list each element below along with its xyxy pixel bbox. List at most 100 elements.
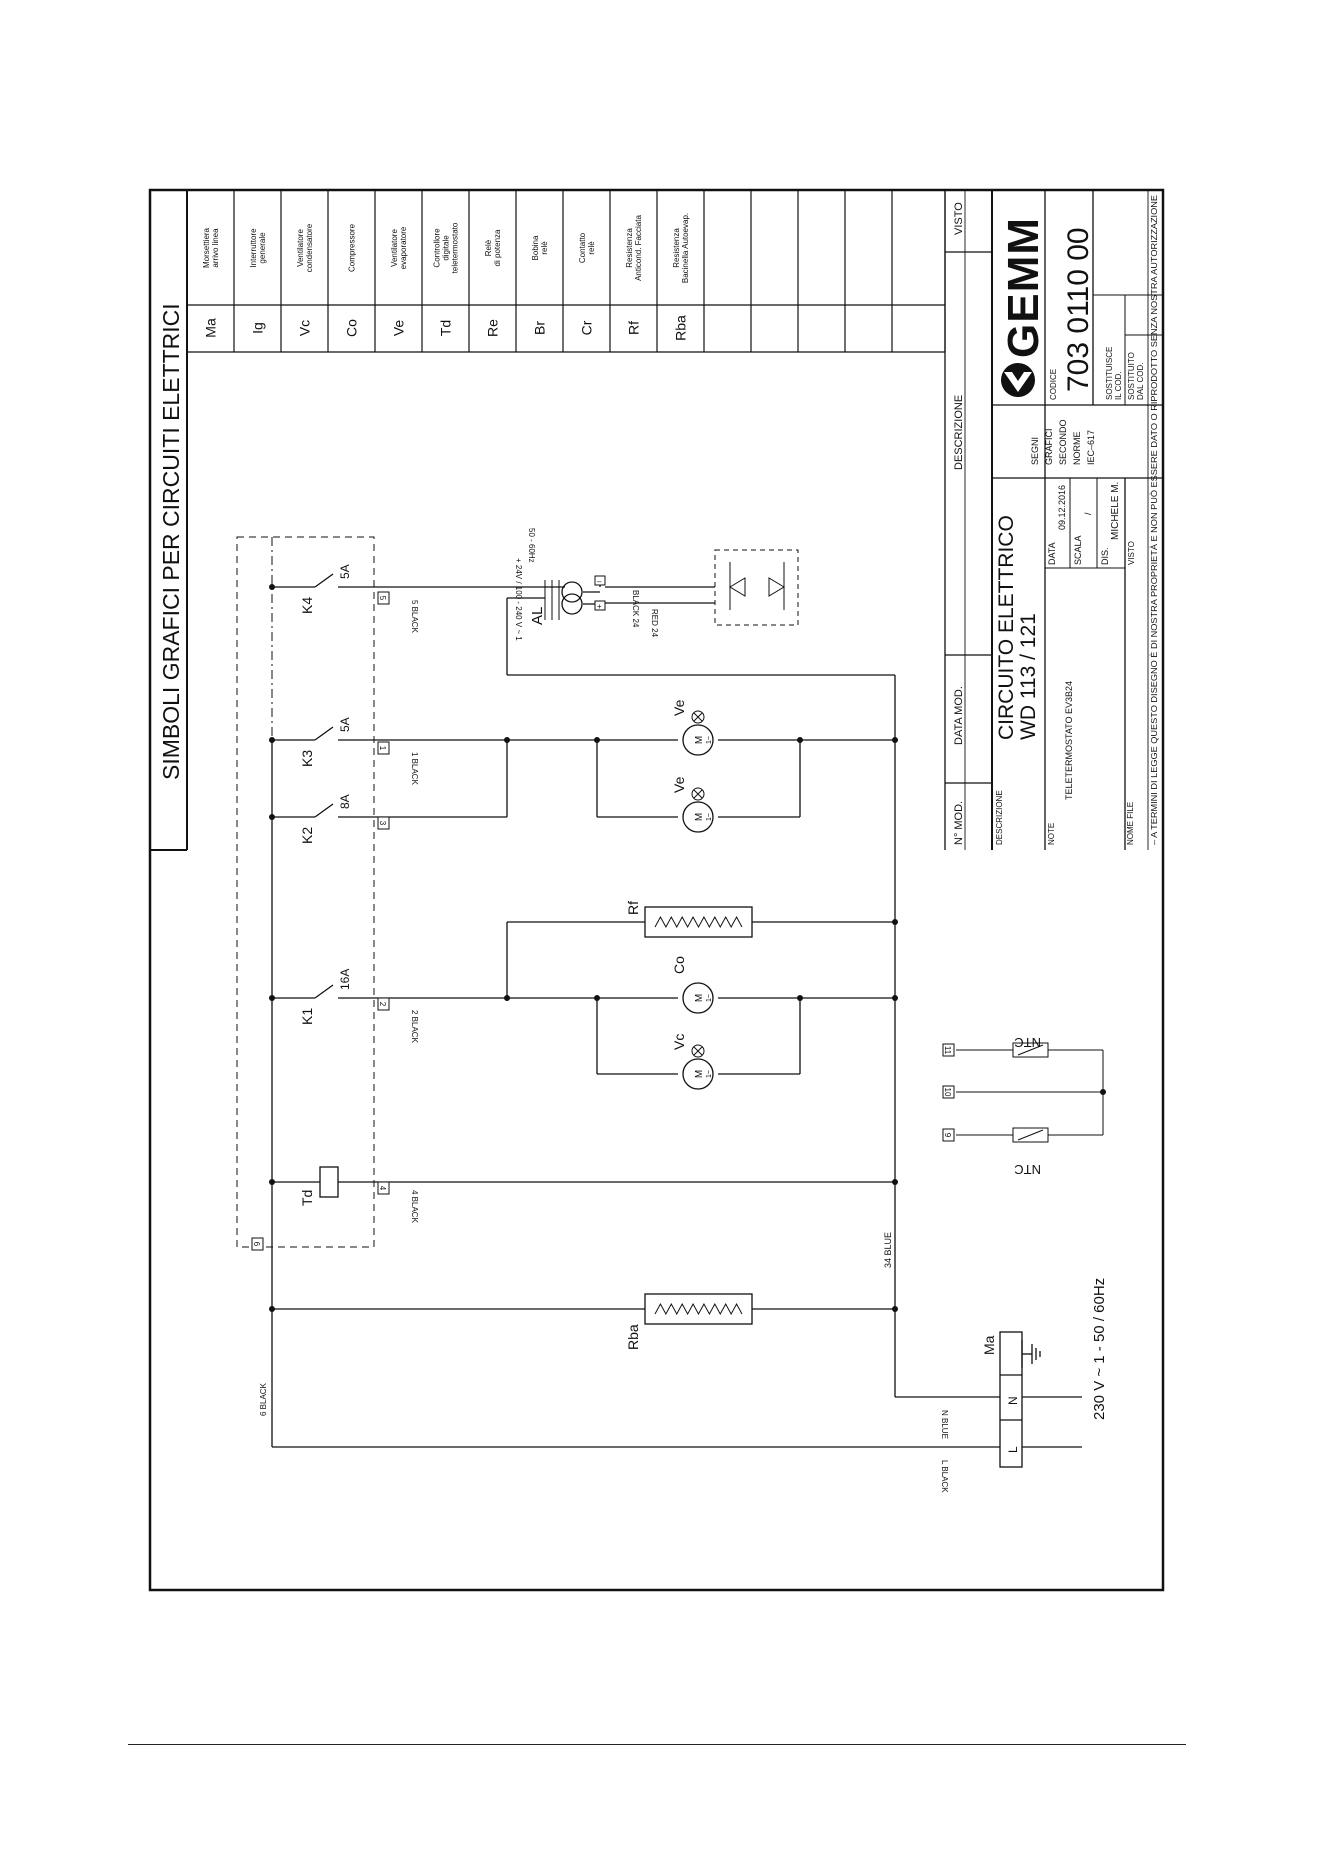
svg-text:1~: 1~ bbox=[706, 736, 713, 744]
terminal-number: 2 bbox=[378, 1002, 387, 1007]
legend-description: Bacinella Autoevap. bbox=[681, 213, 690, 283]
legend-description: Resistenza bbox=[625, 228, 634, 268]
controller-dashed-box bbox=[236, 536, 375, 1248]
co-label: Co bbox=[671, 956, 687, 974]
legend-description: Resistenza bbox=[672, 228, 681, 268]
title-block-text: N° MOD. DATA MOD. DESCRIZIONE VISTO DESC… bbox=[953, 195, 1159, 845]
scala-value: / bbox=[1083, 512, 1093, 515]
svg-text:+: + bbox=[597, 602, 602, 611]
relay-k3-label: K3 bbox=[299, 750, 315, 767]
terminal-n: N bbox=[1006, 1396, 1020, 1405]
page-footer-rule bbox=[128, 1744, 1186, 1745]
terminal-number: 4 bbox=[378, 1186, 387, 1191]
wiring-schematic bbox=[236, 536, 1104, 1468]
legend-description: Compressore bbox=[348, 223, 357, 272]
dis-label: DIS. bbox=[1100, 547, 1110, 565]
note-label: NOTE bbox=[1047, 823, 1056, 845]
rev-header-datamod: DATA MOD. bbox=[953, 686, 965, 745]
segni-line-4: NORME bbox=[1072, 432, 1082, 466]
wire-34-blue: 34 BLUE bbox=[883, 1232, 893, 1268]
wire-6-black: 6 BLACK bbox=[259, 1382, 268, 1416]
psu-spec-2: 50 - 60Hz bbox=[527, 528, 536, 563]
junction-dot bbox=[1100, 1089, 1106, 1095]
terminal-number: 1 bbox=[378, 746, 387, 751]
junction-dot bbox=[269, 1179, 275, 1185]
legend-code: Ma bbox=[203, 318, 219, 338]
relay-k1-rating: 16A bbox=[338, 969, 352, 990]
drawing-subtitle: WD 113 / 121 bbox=[1017, 613, 1040, 740]
relay-k1-label: K1 bbox=[299, 1008, 315, 1025]
wire-4-black: 4 BLACK bbox=[410, 1190, 419, 1224]
segni-line-5: IEC–617 bbox=[1086, 430, 1096, 465]
wire-n-blue: N BLUE bbox=[940, 1410, 949, 1439]
svg-text:1~: 1~ bbox=[706, 813, 713, 821]
legend-code: Rba bbox=[673, 315, 689, 341]
led-module-box bbox=[714, 549, 799, 626]
wire-red24: RED 24 bbox=[650, 609, 659, 638]
terminal-block-ma bbox=[999, 1331, 1023, 1468]
svg-text:M: M bbox=[694, 1070, 705, 1078]
ve-label-1: Ve bbox=[671, 776, 687, 793]
legend-code: Td bbox=[438, 320, 454, 336]
data-value: 09.12.2016 bbox=[1057, 485, 1067, 530]
junction-dot bbox=[269, 584, 275, 590]
junction-dot bbox=[269, 995, 275, 1001]
rf-label: Rf bbox=[625, 901, 641, 915]
terminal-number: 10 bbox=[943, 1088, 952, 1097]
segni-line-2: GRAFICI bbox=[1044, 428, 1054, 465]
terminal-number: 3 bbox=[378, 821, 387, 826]
legend-description: relè bbox=[540, 241, 549, 255]
relay-k2-rating: 8A bbox=[338, 794, 352, 809]
junction-dot bbox=[594, 737, 600, 743]
wire-black24: BLACK 24 bbox=[631, 590, 640, 628]
svg-text:M: M bbox=[694, 994, 705, 1002]
rev-header-descrizione: DESCRIZIONE bbox=[953, 395, 965, 470]
sostituito-label-1: SOSTITUITO bbox=[1127, 352, 1136, 400]
legend-description: condensatore bbox=[305, 223, 314, 272]
legal-notice: – A TERMINI DI LEGGE QUESTO DISEGNO È DI… bbox=[1150, 195, 1159, 845]
scala-label: SCALA bbox=[1073, 535, 1083, 565]
visto-label: VISTO bbox=[1127, 541, 1136, 565]
wire-1-black: 1 BLACK bbox=[410, 752, 419, 786]
legend-code: Ve bbox=[391, 320, 407, 337]
legend-description: arrivo linea bbox=[211, 228, 220, 268]
svg-text:–: – bbox=[597, 577, 602, 586]
sostituito-label-2: DAL COD. bbox=[1136, 363, 1145, 401]
wire-5-black: 5 BLACK bbox=[410, 600, 419, 634]
legend-code: Cr bbox=[579, 320, 595, 335]
sheet-title: SIMBOLI GRAFICI PER CIRCUITI ELETTRICI bbox=[158, 303, 184, 780]
svg-text:1~: 1~ bbox=[706, 1070, 713, 1078]
legend-description: Anticond. Facciata bbox=[634, 215, 643, 281]
legend-code: Co bbox=[344, 319, 360, 337]
dis-value: MICHELE M. bbox=[1110, 482, 1121, 540]
segni-line-1: SEGNI bbox=[1030, 437, 1040, 465]
supply-label: 230 V ~ 1 - 50 / 60Hz bbox=[1091, 1278, 1108, 1420]
junction-dot bbox=[892, 737, 898, 743]
legend-description: relè bbox=[587, 241, 596, 255]
al-label: AL bbox=[529, 607, 546, 625]
segni-line-3: SECONDO bbox=[1058, 419, 1068, 465]
legend-description: Contatto bbox=[578, 232, 587, 263]
td-coil bbox=[319, 1166, 339, 1198]
title-block bbox=[944, 190, 1163, 850]
nome-file-label: NOME FILE bbox=[1126, 802, 1135, 845]
junction-dot bbox=[504, 995, 510, 1001]
wire-2-black: 2 BLACK bbox=[410, 1010, 419, 1044]
ma-label: Ma bbox=[981, 1335, 997, 1355]
schematic-labels: 230 V ~ 1 - 50 / 60Hz Ma L N L BLACK N B… bbox=[259, 528, 1108, 1493]
junction-dot bbox=[269, 814, 275, 820]
rev-header-visto: VISTO bbox=[953, 202, 965, 235]
wire-l-black: L BLACK bbox=[940, 1460, 949, 1493]
relay-k4-rating: 5A bbox=[338, 564, 352, 579]
relay-k4-label: K4 bbox=[299, 597, 315, 614]
junction-dot bbox=[269, 1306, 275, 1312]
legend-description: di potenza bbox=[493, 229, 502, 266]
terminal-l: L bbox=[1006, 1446, 1020, 1453]
sostituisce-label-2: IL COD. bbox=[1114, 371, 1123, 400]
legend-description: generale bbox=[258, 232, 267, 264]
